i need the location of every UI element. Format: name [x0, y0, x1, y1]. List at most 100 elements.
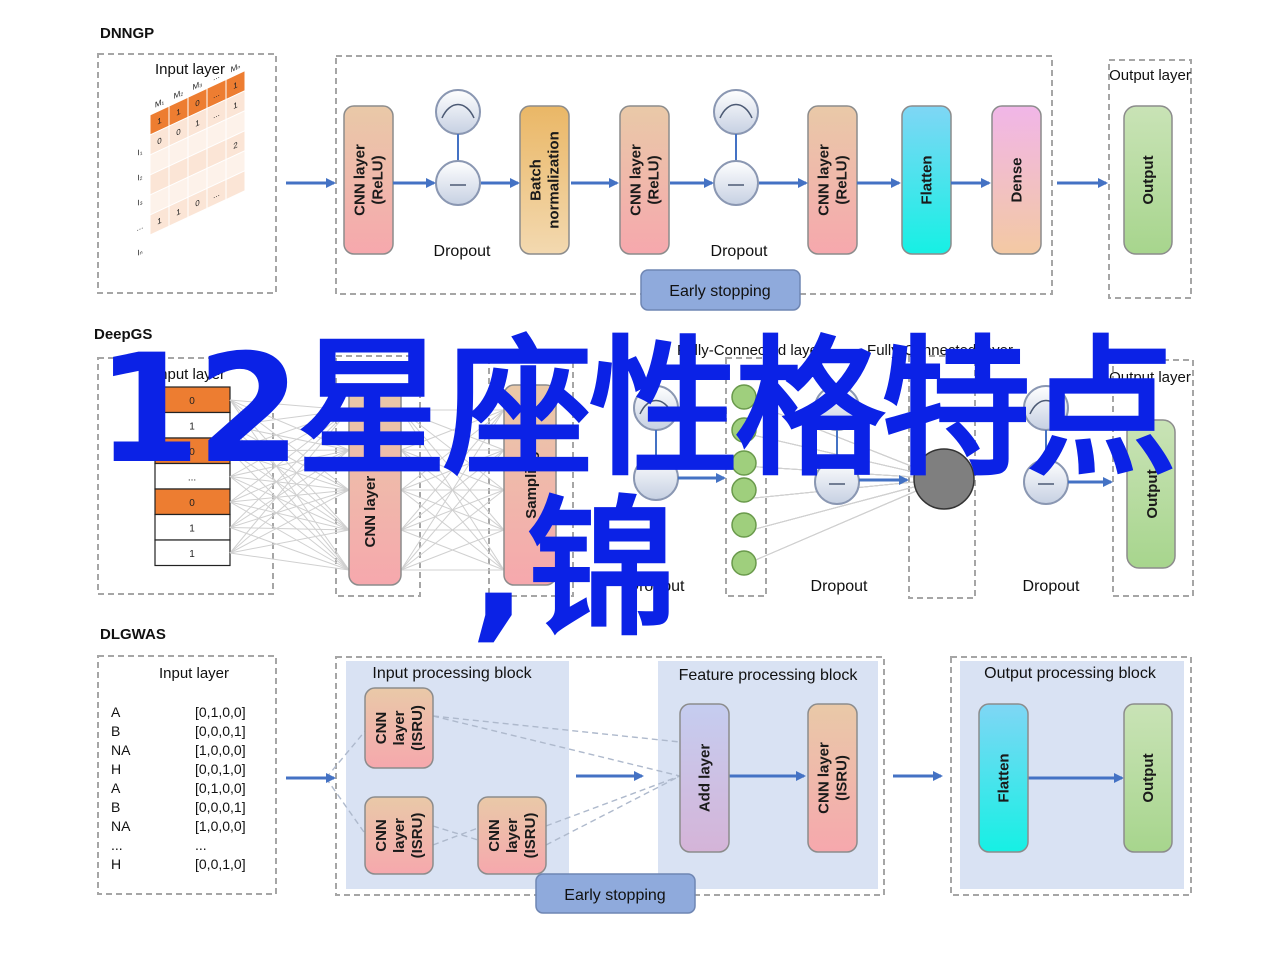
deepgs-conn-line — [400, 409, 505, 531]
dlgwas-cnn-3 — [477, 796, 547, 875]
dlgwas-input-block-title: Input processing block — [372, 665, 532, 682]
deepgs-conn-line — [229, 489, 350, 503]
svg-text:Flatten: Flatten — [919, 155, 936, 204]
encoding-value: [0,0,1,0] — [195, 761, 246, 777]
deepgs-input-frame — [97, 357, 274, 595]
deepgs-conn-line — [229, 476, 350, 491]
deepgs-conn-line — [743, 478, 945, 566]
deepgs-title: DeepGS — [94, 326, 152, 343]
deepgs-sampling-frame — [488, 355, 574, 597]
deepgs-input-title: Input layer — [155, 366, 225, 383]
dlgwas-title: DLGWAS — [100, 626, 166, 643]
svg-text:CNN: CNN — [373, 819, 390, 852]
deepgs-conn-line — [400, 409, 505, 491]
deepgs-input-cell-text: ... — [188, 473, 196, 484]
deepgs-conn-line — [229, 450, 350, 571]
dlgwas-feature-block-title: Feature processing block — [679, 667, 859, 684]
svg-text:layer: layer — [391, 818, 408, 853]
deepgs-conn-line — [229, 399, 350, 531]
matrix-cell-text: ... — [213, 88, 220, 101]
deepgs-conn-line — [229, 425, 350, 491]
dlgwas-flatten — [978, 703, 1029, 853]
deepgs-conn-line — [229, 552, 350, 571]
deepgs-conn-line — [229, 489, 350, 554]
encoding-value: [0,0,1,0] — [195, 856, 246, 872]
dnngp-cnn-layer-1 — [343, 105, 394, 255]
dlgwas-input-frame — [97, 655, 277, 895]
svg-text:(ISRU): (ISRU) — [522, 813, 539, 859]
deepgs-conn-line — [229, 399, 350, 571]
deepgs-conn-line — [229, 449, 350, 477]
svg-text:(ReLU): (ReLU) — [646, 155, 663, 204]
svg-text:CNN: CNN — [486, 819, 503, 852]
dnngp-output-node — [1123, 105, 1173, 255]
svg-text:layer: layer — [504, 818, 521, 853]
deepgs-conn-line — [229, 527, 350, 571]
encoding-value: [1,0,0,0] — [195, 742, 246, 758]
deepgs-output-frame — [1112, 359, 1194, 597]
deepgs-conn-line — [229, 409, 350, 477]
dnngp-dropout-label-1: Dropout — [434, 243, 491, 260]
dlgwas-input-title: Input layer — [159, 665, 229, 682]
matrix-col-label: ... — [213, 70, 220, 83]
deepgs-fc1-node — [731, 450, 757, 476]
svg-text:normalization: normalization — [546, 131, 563, 229]
svg-text:CNN layer: CNN layer — [816, 144, 833, 216]
deepgs-input-cell-text: 1 — [189, 524, 195, 535]
deepgs-input-cell — [154, 437, 231, 465]
deepgs-conn-line — [743, 432, 945, 480]
svg-text:Flatten: Flatten — [996, 753, 1013, 802]
deepgs-conn-line — [229, 449, 350, 452]
deepgs-fc2-node — [913, 448, 975, 510]
dlgwas-cnn-2 — [364, 796, 434, 875]
dlgwas-conn-1 — [325, 729, 367, 779]
deepgs-conn-line — [229, 409, 350, 426]
deepgs-conn-line — [229, 527, 350, 531]
encoding-key: NA — [111, 742, 131, 758]
dlgwas-cnn-4 — [807, 703, 858, 853]
dlgwas-add-layer-label: Add layer — [697, 744, 714, 813]
matrix-cell-text: ... — [213, 188, 220, 201]
deepgs-dropout-label-3: Dropout — [1023, 578, 1080, 595]
dlgwas-conn-6 — [432, 827, 479, 846]
matrix-cell-text: 1 — [233, 79, 238, 91]
dnngp-cnn-layer-3-label: CNN layer(ReLU) — [816, 144, 851, 216]
encoding-key: B — [111, 723, 120, 739]
deepgs-output-node — [1126, 419, 1176, 569]
deepgs-conn-line — [743, 399, 945, 480]
encoding-key: H — [111, 856, 121, 872]
matrix-cell-text: 0 — [176, 126, 181, 138]
svg-text:CNN layer: CNN layer — [628, 144, 645, 216]
matrix-cell-text: 2 — [233, 139, 238, 151]
dnngp-input-title: Input layer — [155, 61, 225, 78]
deepgs-conn-line — [229, 449, 350, 503]
deepgs-fc2-title: Fully-Connected layer — [867, 342, 1013, 359]
deepgs-conn-line — [229, 449, 350, 528]
matrix-cell-text: ... — [213, 108, 220, 121]
encoding-value: [0,0,0,1] — [195, 799, 246, 815]
dlgwas-conn-8 — [545, 775, 681, 846]
deepgs-fc1-frame — [725, 357, 767, 597]
deepgs-input-cell-text: 1 — [189, 549, 195, 560]
deepgs-input-cell-text: 1 — [189, 422, 195, 433]
deepgs-input-cell-text: 0 — [189, 396, 195, 407]
deepgs-output-label: Output — [1144, 469, 1161, 518]
deepgs-conn-line — [743, 478, 945, 533]
svg-text:(ISRU): (ISRU) — [409, 813, 426, 859]
deepgs-conn-line — [400, 409, 505, 451]
dnngp-dropout-1 — [435, 89, 481, 206]
dnngp-batch-norm-layer — [519, 105, 570, 255]
dnngp-output-label: Output — [1140, 155, 1157, 204]
deepgs-input-cell — [154, 513, 231, 541]
dlgwas-add-layer — [679, 703, 730, 853]
deepgs-conn-line — [229, 399, 350, 451]
svg-text:(ReLU): (ReLU) — [834, 155, 851, 204]
dlgwas-conn-4 — [432, 715, 681, 743]
dnngp-early-stopping-label: Early stopping — [669, 283, 770, 300]
dnngp-dropout-2 — [713, 89, 759, 206]
matrix-cell-text: 0 — [157, 135, 162, 147]
